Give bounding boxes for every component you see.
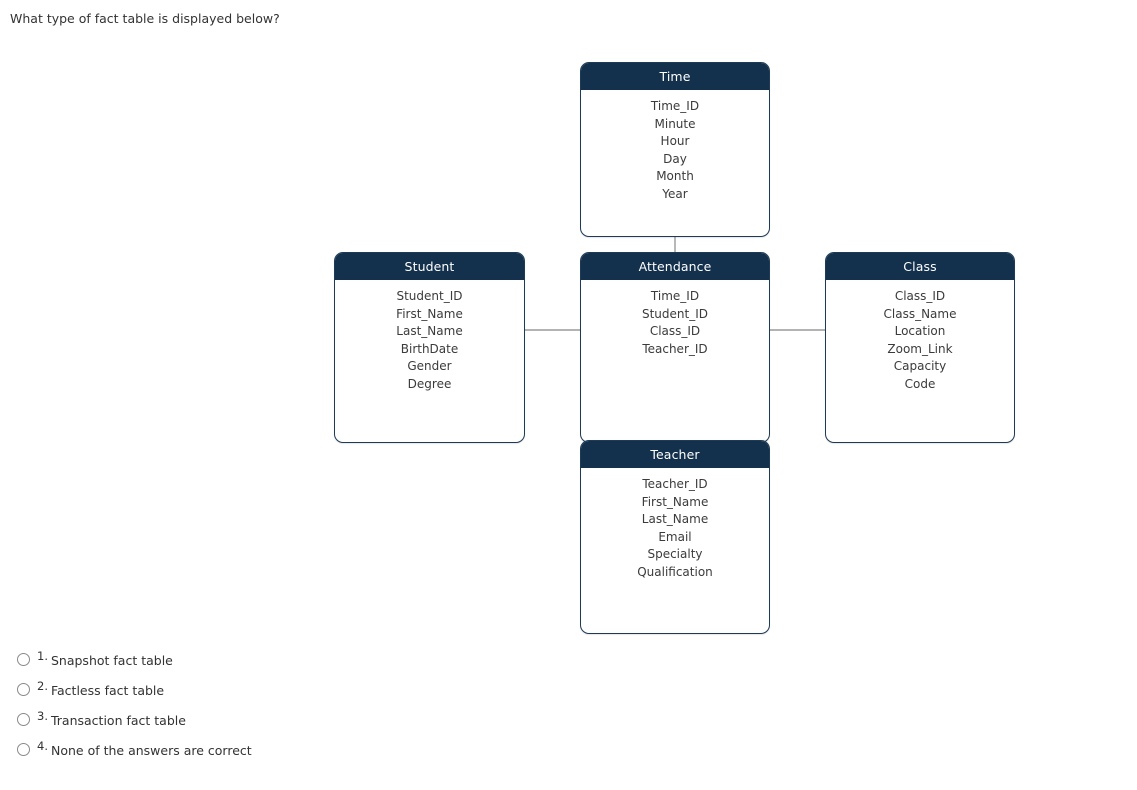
entity-box-attendance: Attendance Time_ID Student_ID Class_ID T… bbox=[580, 252, 770, 443]
entity-field: Gender bbox=[407, 359, 452, 374]
entity-fields-teacher: Teacher_ID First_Name Last_Name Email Sp… bbox=[581, 468, 769, 592]
entity-field: Zoom_Link bbox=[887, 341, 953, 356]
entity-fields-student: Student_ID First_Name Last_Name BirthDat… bbox=[335, 280, 524, 404]
entity-field: Degree bbox=[407, 376, 452, 391]
answer-option-number-2: 2. bbox=[37, 679, 48, 693]
entity-title-teacher: Teacher bbox=[581, 441, 769, 468]
question-prompt: What type of fact table is displayed bel… bbox=[10, 11, 280, 26]
entity-field: Student_ID bbox=[396, 289, 463, 303]
entity-title-class: Class bbox=[826, 253, 1014, 280]
entity-title-student: Student bbox=[335, 253, 524, 280]
entity-box-time: Time Time_ID Minute Hour Day Month Year bbox=[580, 62, 770, 237]
entity-field: Qualification bbox=[637, 564, 713, 579]
entity-fields-time: Time_ID Minute Hour Day Month Year bbox=[581, 90, 769, 214]
answer-option-3[interactable]: 3. Transaction fact table bbox=[17, 700, 517, 730]
entity-field: Code bbox=[904, 376, 936, 391]
entity-field: Minute bbox=[654, 116, 696, 131]
entity-field: Time_ID bbox=[650, 289, 700, 303]
entity-field: Day bbox=[663, 151, 687, 166]
answer-option-label-2[interactable]: Factless fact table bbox=[50, 683, 165, 698]
answer-option-label-1[interactable]: Snapshot fact table bbox=[50, 653, 173, 668]
answer-option-number-3: 3. bbox=[37, 709, 48, 723]
entity-field: Month bbox=[656, 169, 694, 184]
radio-button-icon-1[interactable] bbox=[17, 653, 30, 666]
entity-field: Email bbox=[658, 529, 692, 544]
radio-button-icon-4[interactable] bbox=[17, 743, 30, 756]
entity-field: Time_ID bbox=[650, 99, 700, 113]
answer-option-label-3[interactable]: Transaction fact table bbox=[50, 713, 186, 728]
entity-field: First_Name bbox=[396, 306, 463, 321]
entity-field: Last_Name bbox=[641, 512, 709, 527]
entity-box-teacher: Teacher Teacher_ID First_Name Last_Name … bbox=[580, 440, 770, 634]
entity-field: Teacher_ID bbox=[642, 341, 708, 356]
entity-title-time: Time bbox=[581, 63, 769, 90]
radio-button-icon-3[interactable] bbox=[17, 713, 30, 726]
entity-box-student: Student Student_ID First_Name Last_Name … bbox=[334, 252, 525, 443]
er-diagram: Time Time_ID Minute Hour Day Month Year … bbox=[0, 40, 1137, 634]
entity-field: Capacity bbox=[893, 359, 947, 374]
entity-fields-attendance: Time_ID Student_ID Class_ID Teacher_ID bbox=[581, 280, 769, 368]
entity-field: Year bbox=[662, 186, 688, 201]
answer-options-list: 1. Snapshot fact table 2. Factless fact … bbox=[17, 640, 517, 760]
answer-option-1[interactable]: 1. Snapshot fact table bbox=[17, 640, 517, 670]
radio-button-icon-2[interactable] bbox=[17, 683, 30, 696]
answer-option-number-1: 1. bbox=[37, 649, 48, 663]
entity-field: Student_ID bbox=[641, 306, 709, 321]
entity-fields-class: Class_ID Class_Name Location Zoom_Link C… bbox=[826, 280, 1014, 404]
answer-option-2[interactable]: 2. Factless fact table bbox=[17, 670, 517, 700]
entity-field: Class_ID bbox=[649, 324, 701, 339]
entity-field: Teacher_ID bbox=[642, 477, 708, 491]
entity-field: Last_Name bbox=[396, 324, 463, 339]
entity-field: Hour bbox=[660, 134, 690, 149]
entity-field: Specialty bbox=[647, 547, 703, 562]
entity-field: Class_Name bbox=[883, 306, 957, 321]
entity-field: Class_ID bbox=[894, 289, 946, 303]
entity-title-attendance: Attendance bbox=[581, 253, 769, 280]
entity-field: First_Name bbox=[641, 494, 709, 509]
entity-field: BirthDate bbox=[400, 341, 459, 356]
entity-field: Location bbox=[894, 324, 946, 339]
answer-option-number-4: 4. bbox=[37, 739, 48, 753]
entity-box-class: Class Class_ID Class_Name Location Zoom_… bbox=[825, 252, 1015, 443]
answer-option-label-4[interactable]: None of the answers are correct bbox=[50, 743, 252, 758]
answer-option-4[interactable]: 4. None of the answers are correct bbox=[17, 730, 517, 760]
